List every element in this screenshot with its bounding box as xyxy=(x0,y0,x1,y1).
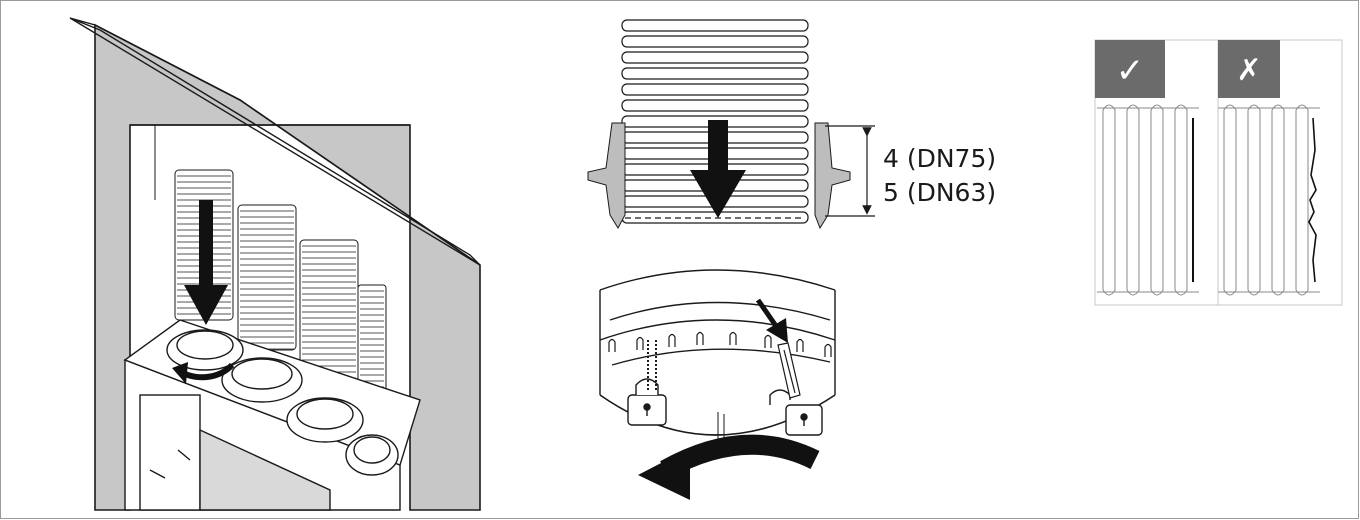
ragged-cut-edge xyxy=(1308,117,1317,283)
insertion-depth-view xyxy=(587,19,875,230)
collar-notch xyxy=(824,343,832,357)
rotate-arrow-large xyxy=(638,434,820,500)
hose-corrugation xyxy=(621,35,809,48)
hose-profile-rib xyxy=(1126,104,1140,296)
hose-profile-rib xyxy=(1150,104,1164,296)
pointer-arrow xyxy=(755,298,788,343)
hose-corrugation xyxy=(621,51,809,64)
manifold-collars xyxy=(166,329,399,476)
collar-notch xyxy=(636,336,644,350)
collar-notch xyxy=(729,331,737,345)
collar-notch xyxy=(608,338,616,352)
hose-corrugation xyxy=(621,99,809,112)
incorrect-cross-icon: ✗ xyxy=(1236,53,1261,88)
hose-profile-rib xyxy=(1295,104,1309,296)
collar-notches xyxy=(608,331,832,357)
insert-arrow xyxy=(184,200,228,325)
collar-notch xyxy=(764,334,772,348)
padlock-locked-icon xyxy=(627,340,667,426)
wall-installation-view xyxy=(69,17,481,511)
correct-check-icon: ✓ xyxy=(1116,51,1145,91)
hose-profile-rib xyxy=(1174,104,1188,296)
collar-section-left xyxy=(587,122,626,230)
hose-profile-rib xyxy=(1102,104,1116,296)
push-down-arrow xyxy=(690,120,746,218)
correct-header-box xyxy=(1095,40,1165,98)
hose-profile-rib xyxy=(1271,104,1285,296)
dimension-indicator xyxy=(825,125,875,217)
hose-corrugation xyxy=(621,83,809,96)
collar-notch xyxy=(668,333,676,347)
collar-notch xyxy=(796,338,804,352)
dimension-label-dn75: 4 (DN75) xyxy=(883,144,997,173)
hose-corrugation xyxy=(621,67,809,80)
dimension-label-dn63: 5 (DN63) xyxy=(883,178,997,207)
rotate-arrow-small xyxy=(183,362,235,381)
hose-profile-rib xyxy=(1223,104,1237,296)
padlock-unlocked-icon xyxy=(769,389,823,436)
hose-profile-rib xyxy=(1247,104,1261,296)
collar-notch xyxy=(696,331,704,345)
screwdriver xyxy=(777,342,801,399)
incorrect-header-box xyxy=(1218,40,1280,98)
hose-corrugation xyxy=(621,19,809,32)
cut-comparison: ✓ ✗ xyxy=(1094,39,1343,306)
collar-section-right xyxy=(814,122,851,230)
